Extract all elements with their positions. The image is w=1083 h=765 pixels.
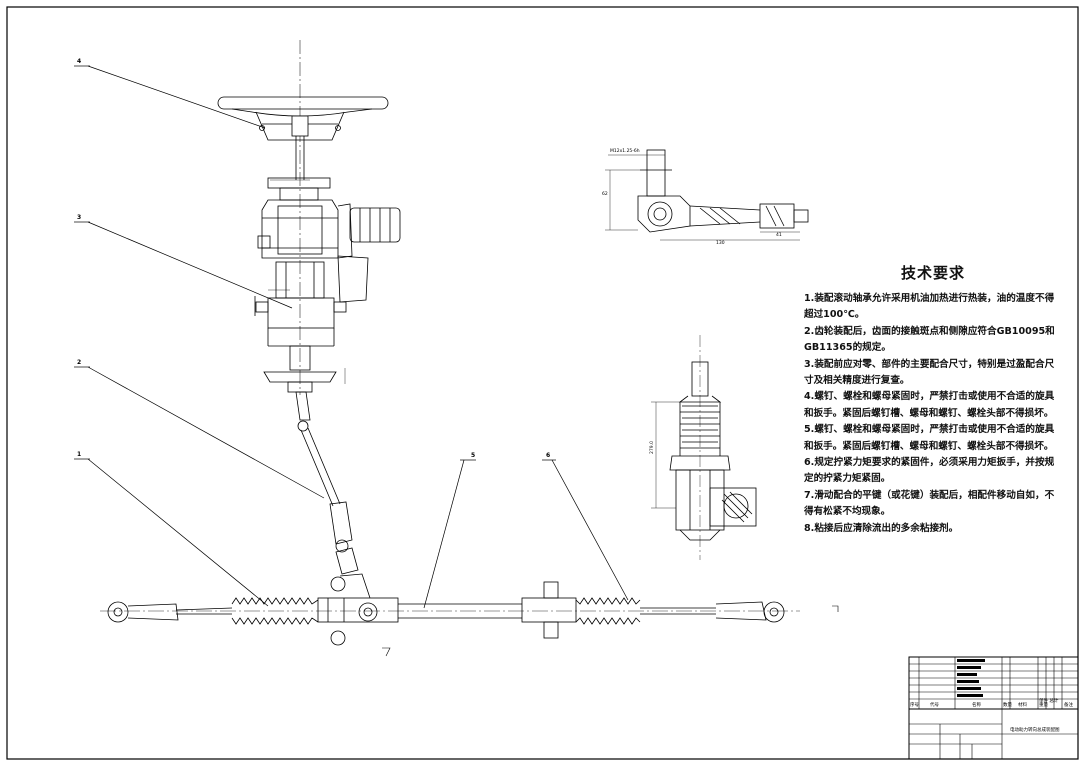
detail-pinion-dims xyxy=(651,401,680,509)
tech-item-1: 1.装配滚动轴承允许采用机油加热进行热装，油的温度不得超过100℃。 xyxy=(804,293,1055,321)
leader-lines xyxy=(74,65,629,609)
steering-wheel xyxy=(217,96,389,180)
tech-requirements-title: 技术要求 xyxy=(900,264,965,282)
section-marks xyxy=(382,605,839,657)
part-label-6: 6 xyxy=(546,452,551,459)
column-dims xyxy=(268,179,346,384)
tech-requirements: 技术要求 1.装配滚动轴承允许采用机油加热进行热装，油的温度不得超过100℃。 … xyxy=(804,262,1062,537)
part-label-3: 3 xyxy=(77,214,82,221)
part-label-4: 4 xyxy=(77,58,82,65)
tech-item-5: 5.螺钉、螺栓和螺母紧固时，严禁打击或使用不合适的旋具和扳手。紧固后螺钉槽、螺母… xyxy=(804,424,1055,452)
tech-item-8: 8.粘接后应清除流出的多余粘接剂。 xyxy=(804,522,959,534)
detail-tie-rod xyxy=(637,149,809,233)
intermediate-shaft xyxy=(295,391,359,575)
steering-column-motor xyxy=(254,177,401,393)
part-label-2: 2 xyxy=(77,359,82,366)
tb-col-material: 材料 xyxy=(1018,703,1027,708)
dim-41: 41 xyxy=(776,233,782,238)
tech-item-6: 6.规定拧紧力矩要求的紧固件，必须采用力矩扳手，并按规定的拧紧力矩紧固。 xyxy=(804,457,1055,485)
dim-279: 279.0 xyxy=(649,441,655,454)
tb-col-qty: 数量 xyxy=(1003,703,1012,708)
title-block-fills xyxy=(957,659,985,697)
detail-pinion xyxy=(669,335,757,560)
tb-col-note: 备注 xyxy=(1064,703,1073,708)
detail-tie-rod-dims xyxy=(605,154,800,241)
tech-item-3: 3.装配前应对零、部件的主要配合尺寸，特别是过盈配合尺寸及相关精度进行复查。 xyxy=(804,358,1055,387)
tb-drawing-title: 电动助力转向总成装配图 xyxy=(1010,728,1060,733)
drawing-border xyxy=(6,6,1079,760)
dim-130: 130 xyxy=(716,241,725,246)
part-label-1: 1 xyxy=(77,451,82,458)
tb-col-name: 名称 xyxy=(972,703,981,708)
rack-housing xyxy=(107,573,785,646)
tech-item-4: 4.螺钉、螺栓和螺母紧固时，严禁打击或使用不合适的旋具和扳手。紧固后螺钉槽、螺母… xyxy=(804,391,1055,419)
tb-col-code: 代号 xyxy=(930,703,939,708)
tech-item-2: 2.齿轮装配后，齿面的接触斑点和侧隙应符合GB10095和GB11365的规定。 xyxy=(804,325,1055,354)
tb-col-seq: 序号 xyxy=(910,703,919,708)
tech-item-7: 7.滑动配合的平键（或花键）装配后，相配件移动自如，不得有松紧不均现象。 xyxy=(804,489,1055,518)
tb-col-weight: 单件 总计 重量 xyxy=(1039,699,1059,708)
dim-62: 62 xyxy=(602,192,608,197)
title-block xyxy=(908,656,1079,760)
dim-thread: M12x1.25-6h xyxy=(610,149,640,154)
part-label-5: 5 xyxy=(471,452,476,459)
